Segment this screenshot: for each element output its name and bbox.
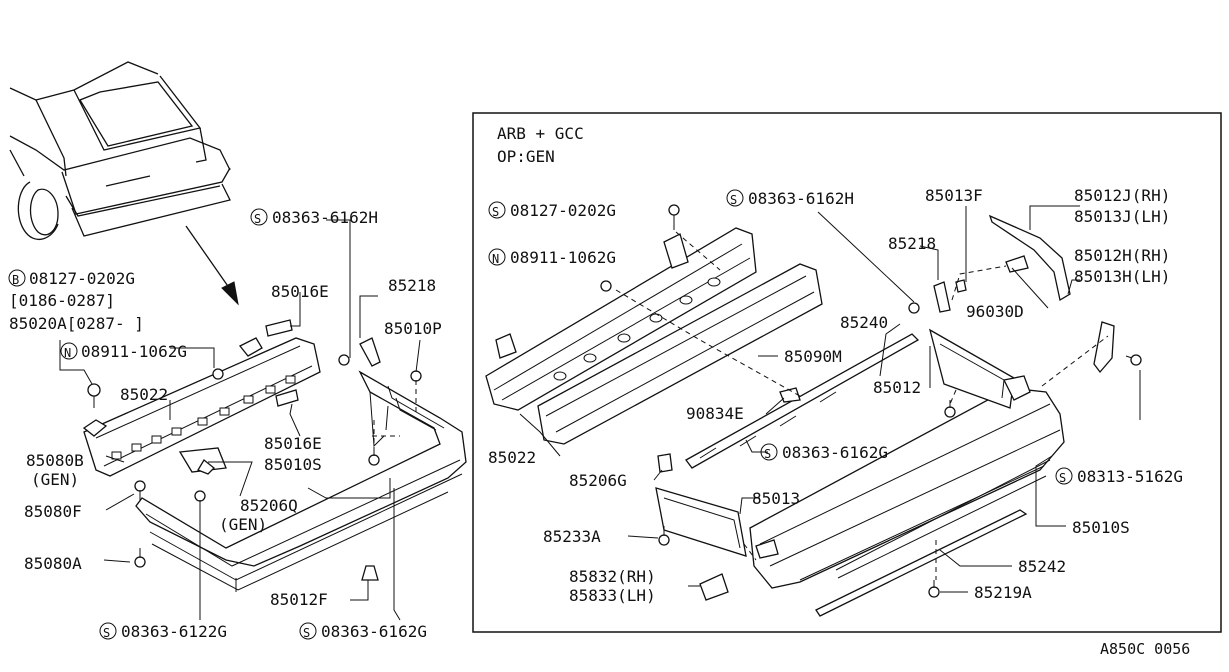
strip-85242 bbox=[815, 509, 1028, 617]
label-right-85012j-rh: 85012J(RH) bbox=[1074, 186, 1170, 205]
svg-text:S: S bbox=[764, 447, 771, 461]
label-right-08127-0202g: 08127-0202G bbox=[510, 201, 616, 220]
label-right-85010s: 85010S bbox=[1072, 518, 1130, 537]
label-left-85020a: 85020A[0287- ] bbox=[9, 314, 144, 333]
circled-symbol-s-left-6162g: S bbox=[299, 622, 317, 640]
label-left-85206q: 85206Q bbox=[240, 496, 298, 515]
inset-header-line2: OP:GEN bbox=[497, 147, 555, 166]
label-left-85080f: 85080F bbox=[24, 502, 82, 521]
svg-text:S: S bbox=[254, 212, 261, 226]
label-left-85016e-top: 85016E bbox=[271, 282, 329, 301]
label-right-90834e: 90834E bbox=[686, 404, 744, 423]
svg-text:S: S bbox=[303, 626, 310, 640]
label-right-85013j-lh: 85013J(LH) bbox=[1074, 207, 1170, 226]
label-left-85080b: 85080B bbox=[26, 451, 84, 470]
car-rear-sketch bbox=[9, 61, 231, 240]
left-leader-lines bbox=[59, 219, 421, 621]
circled-symbol-s-right-6162h: S bbox=[726, 189, 744, 207]
label-left-08363-6162h: 08363-6162H bbox=[272, 208, 378, 227]
right-small-parts bbox=[600, 204, 1142, 601]
side-retainer-85013 bbox=[655, 487, 747, 557]
label-left-08363-6162g: 08363-6162G bbox=[321, 622, 427, 641]
label-right-85013: 85013 bbox=[752, 489, 800, 508]
circled-symbol-b-left: B bbox=[8, 269, 26, 287]
svg-text:B: B bbox=[12, 273, 19, 287]
label-right-85240: 85240 bbox=[840, 313, 888, 332]
label-left-85218: 85218 bbox=[388, 276, 436, 295]
svg-text:S: S bbox=[730, 193, 737, 207]
label-right-08363-6162h: 08363-6162H bbox=[748, 189, 854, 208]
label-left-08127-0202g: 08127-0202G bbox=[29, 269, 135, 288]
left-reinforcement-85022 bbox=[82, 337, 321, 477]
svg-text:S: S bbox=[103, 626, 110, 640]
inset-frame bbox=[472, 112, 1222, 633]
label-right-85013f: 85013F bbox=[925, 186, 983, 205]
circled-symbol-s-left-6162h: S bbox=[250, 208, 268, 226]
circled-symbol-s-left-6122g: S bbox=[99, 622, 117, 640]
svg-text:N: N bbox=[492, 252, 499, 266]
label-left-08911-1062g: 08911-1062G bbox=[81, 342, 187, 361]
label-right-08313-5162g: 08313-5162G bbox=[1077, 467, 1183, 486]
label-left-85080a: 85080A bbox=[24, 554, 82, 573]
circled-symbol-s-right-0202g: S bbox=[488, 201, 506, 219]
label-right-85012: 85012 bbox=[873, 378, 921, 397]
upper-brackets-85012j-85012h bbox=[988, 214, 1115, 374]
label-right-85233a: 85233A bbox=[543, 527, 601, 546]
label-right-85832-rh: 85832(RH) bbox=[569, 567, 656, 586]
molding-85240 bbox=[685, 333, 920, 469]
right-reinforcement-85022 bbox=[485, 227, 757, 411]
svg-text:N: N bbox=[64, 346, 71, 360]
label-left-08363-6122g: 08363-6122G bbox=[121, 622, 227, 641]
left-small-parts bbox=[87, 319, 422, 581]
circled-symbol-n-right: N bbox=[488, 248, 506, 266]
right-leader-lines bbox=[519, 205, 1141, 593]
circled-symbol-n-left: N bbox=[60, 342, 78, 360]
label-left-85016e-bottom: 85016E bbox=[264, 434, 322, 453]
label-left-range-0186-0287: [0186-0287] bbox=[9, 291, 115, 310]
label-left-85022: 85022 bbox=[120, 385, 168, 404]
label-right-85013h-lh: 85013H(LH) bbox=[1074, 267, 1170, 286]
label-left-gen-2: (GEN) bbox=[219, 515, 267, 534]
label-left-85010p: 85010P bbox=[384, 319, 442, 338]
label-right-85206g: 85206G bbox=[569, 471, 627, 490]
label-right-85022: 85022 bbox=[488, 448, 536, 467]
circled-symbol-s-right-5162g: S bbox=[1055, 467, 1073, 485]
label-left-85010s: 85010S bbox=[264, 455, 322, 474]
label-right-85090m: 85090M bbox=[784, 347, 842, 366]
svg-text:S: S bbox=[1059, 471, 1066, 485]
left-bumper-fascia bbox=[135, 370, 467, 592]
footer-code: A850C 0056 bbox=[1100, 640, 1190, 658]
direction-arrow bbox=[185, 225, 239, 306]
label-right-08911-1062g: 08911-1062G bbox=[510, 248, 616, 267]
circled-symbol-s-right-6162g: S bbox=[760, 443, 778, 461]
label-right-85012h-rh: 85012H(RH) bbox=[1074, 246, 1170, 265]
absorber-85090m bbox=[537, 263, 823, 445]
label-right-08363-6162g: 08363-6162G bbox=[782, 443, 888, 462]
label-right-96030d: 96030D bbox=[966, 302, 1024, 321]
label-right-85242: 85242 bbox=[1018, 557, 1066, 576]
label-right-85833-lh: 85833(LH) bbox=[569, 586, 656, 605]
label-right-85219a: 85219A bbox=[974, 583, 1032, 602]
right-bumper-fascia bbox=[749, 387, 1065, 589]
side-bracket-85012 bbox=[928, 328, 1031, 409]
svg-text:S: S bbox=[492, 205, 499, 219]
label-left-85012f: 85012F bbox=[270, 590, 328, 609]
label-right-85218: 85218 bbox=[888, 234, 936, 253]
inset-header-line1: ARB + GCC bbox=[497, 124, 584, 143]
label-left-gen-1: (GEN) bbox=[31, 470, 79, 489]
